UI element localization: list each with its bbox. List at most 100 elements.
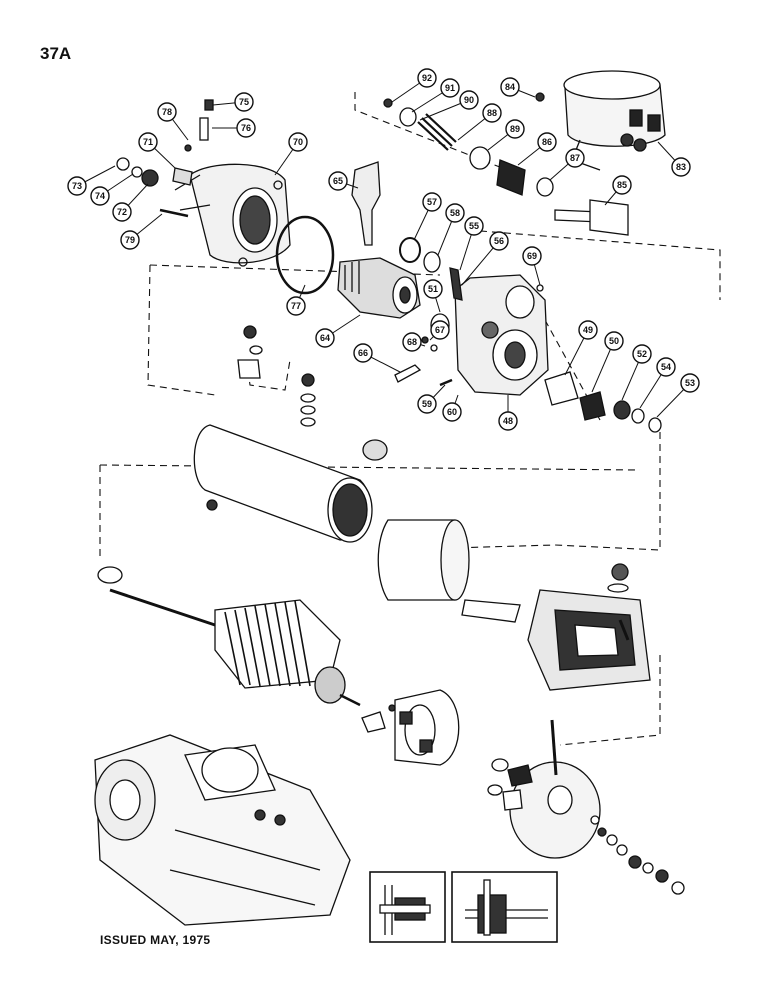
page-number: 37A [40, 44, 72, 63]
callout-67: 67 [429, 320, 450, 341]
callout-54: 54 [639, 357, 676, 409]
callout-85: 85 [604, 175, 632, 206]
callout-70: 70 [274, 132, 308, 176]
callout-circle-69 [522, 246, 542, 266]
small-parts-70-group [116, 99, 214, 218]
callout-label-73: 73 [72, 181, 82, 191]
end-frame [487, 719, 601, 859]
drive-housing-70 [174, 163, 291, 267]
callout-label-79: 79 [125, 235, 135, 245]
callout-84: 84 [500, 77, 536, 98]
right-bushings-49-53 [544, 371, 662, 433]
callout-58: 58 [437, 203, 465, 256]
callout-91: 91 [411, 78, 460, 113]
callout-circle-76 [236, 118, 256, 138]
callout-label-91: 91 [445, 83, 455, 93]
callout-label-52: 52 [637, 349, 647, 359]
callout-76: 76 [212, 118, 256, 138]
callout-circle-53 [680, 373, 700, 393]
callout-label-58: 58 [450, 208, 460, 218]
housing-48 [454, 274, 549, 396]
callout-68: 68 [402, 332, 426, 352]
callout-label-67: 67 [435, 325, 445, 335]
callout-circle-52 [632, 344, 652, 364]
callout-label-68: 68 [407, 337, 417, 347]
callout-circle-58 [445, 203, 465, 223]
callout-label-60: 60 [447, 407, 457, 417]
callout-label-78: 78 [162, 107, 172, 117]
callout-label-65: 65 [333, 176, 343, 186]
callout-60: 60 [442, 394, 462, 422]
callout-label-64: 64 [320, 333, 330, 343]
callout-circle-55 [464, 216, 484, 236]
callout-circle-83 [671, 157, 691, 177]
detail-inset-left [369, 871, 446, 943]
shield-cylinder [377, 519, 470, 601]
callout-circle-49 [578, 320, 598, 340]
callout-circle-90 [459, 90, 479, 110]
callout-label-77: 77 [291, 301, 301, 311]
plunger-parts [383, 92, 629, 236]
callout-circle-68 [402, 332, 422, 352]
callout-label-66: 66 [358, 348, 368, 358]
callout-circle-89 [505, 119, 525, 139]
callout-label-90: 90 [464, 95, 474, 105]
callout-label-51: 51 [428, 284, 438, 294]
callout-circle-54 [656, 357, 676, 377]
callout-circle-50 [604, 331, 624, 351]
armature [97, 566, 361, 707]
callout-circle-65 [328, 171, 348, 191]
callout-83: 83 [657, 141, 691, 177]
callout-circle-77 [286, 296, 306, 316]
brush-holder [361, 689, 460, 766]
callout-89: 89 [487, 119, 525, 151]
callout-circle-88 [482, 103, 502, 123]
detail-inset-right [451, 871, 558, 943]
callout-circle-66 [353, 343, 373, 363]
callout-59: 59 [417, 384, 446, 414]
callout-49: 49 [564, 320, 598, 376]
callout-circle-84 [500, 77, 520, 97]
callout-circle-64 [315, 328, 335, 348]
callout-circle-73 [67, 176, 87, 196]
callout-circle-79 [120, 230, 140, 250]
callout-label-88: 88 [487, 108, 497, 118]
callout-64: 64 [315, 314, 361, 348]
callout-66: 66 [353, 343, 401, 373]
callout-87: 87 [549, 148, 585, 181]
assembled-starter [94, 734, 351, 926]
callout-circle-75 [234, 92, 254, 112]
callout-label-75: 75 [239, 97, 249, 107]
callout-label-89: 89 [510, 124, 520, 134]
callout-circle-57 [422, 192, 442, 212]
callout-circle-86 [537, 132, 557, 152]
callout-88: 88 [457, 103, 502, 141]
terminal-parts [237, 325, 316, 427]
callout-77: 77 [286, 284, 306, 316]
callout-label-71: 71 [143, 137, 153, 147]
callout-circle-59 [417, 394, 437, 414]
callout-label-83: 83 [676, 162, 686, 172]
callout-label-54: 54 [661, 362, 671, 372]
callout-circle-92 [417, 68, 437, 88]
callout-75: 75 [212, 92, 254, 112]
callout-label-53: 53 [685, 378, 695, 388]
callout-86: 86 [517, 132, 557, 166]
callout-circle-91 [440, 78, 460, 98]
callout-circle-51 [423, 279, 443, 299]
gasket-77 [275, 215, 335, 295]
callout-53: 53 [656, 373, 700, 418]
callout-92: 92 [391, 68, 437, 103]
callout-52: 52 [621, 344, 652, 401]
callout-51: 51 [423, 279, 443, 313]
callout-65: 65 [328, 171, 359, 191]
callout-78: 78 [157, 102, 189, 141]
issued-date: ISSUED MAY, 1975 [100, 933, 211, 947]
callout-label-76: 76 [241, 123, 251, 133]
callout-label-72: 72 [117, 207, 127, 217]
callout-circle-70 [288, 132, 308, 152]
callout-circle-85 [612, 175, 632, 195]
callout-circle-60 [442, 402, 462, 422]
